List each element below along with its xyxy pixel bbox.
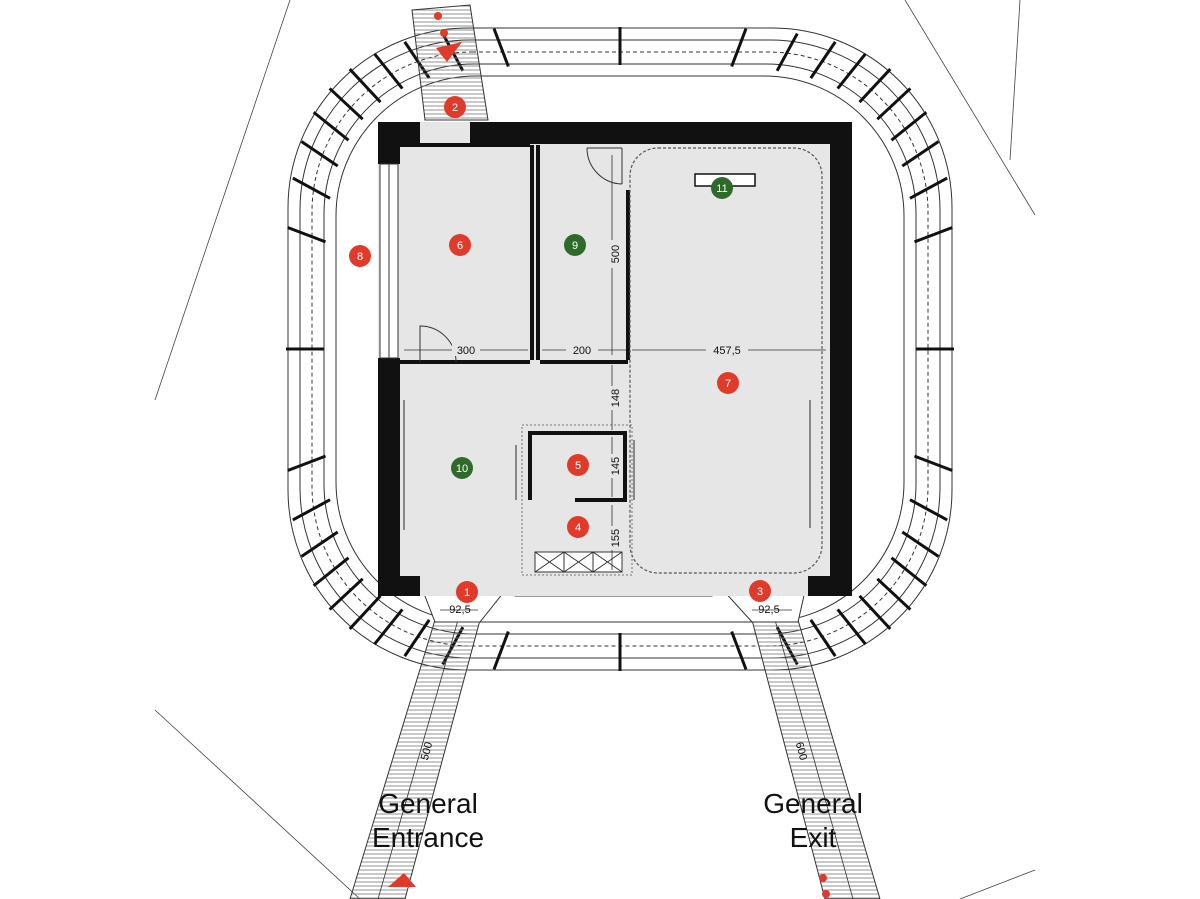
marker-9: 9 (564, 234, 586, 256)
site-lines (154, 0, 1036, 899)
ring-post (909, 498, 948, 522)
ring-post (836, 52, 867, 90)
flow-arrows (388, 12, 830, 898)
storage-units (534, 551, 623, 573)
ring-post (913, 226, 953, 244)
svg-text:3: 3 (757, 586, 763, 598)
ring-post (492, 28, 510, 67)
ring-post (312, 111, 350, 142)
svg-text:General: General (763, 788, 863, 819)
ring-post (890, 556, 928, 587)
ring-post (876, 577, 912, 611)
marker-2: 2 (444, 96, 466, 118)
dim-room7-width: 457,5 (713, 345, 741, 357)
top-ramp (411, 4, 489, 121)
svg-text:9: 9 (572, 240, 578, 252)
dim-room9-width: 200 (573, 345, 591, 357)
ring-post (890, 111, 928, 142)
svg-text:7: 7 (725, 378, 731, 390)
marker-11: 11 (711, 177, 733, 199)
core-hatch (521, 424, 633, 576)
dim-corridor-gap: 148 (610, 389, 622, 407)
ring-post (312, 556, 350, 587)
ring-post (901, 530, 940, 558)
svg-text:General: General (378, 788, 478, 819)
marker-8: 8 (349, 245, 371, 267)
svg-text:2: 2 (452, 102, 458, 114)
marker-3: 3 (749, 580, 771, 602)
svg-text:Exit: Exit (790, 822, 837, 853)
svg-text:8: 8 (357, 251, 363, 263)
arrow-bottom-icon (388, 873, 416, 887)
ring-post (836, 608, 867, 646)
ring-post (300, 530, 339, 558)
dim-core-height: 145 (610, 457, 622, 475)
svg-text:10: 10 (456, 463, 468, 475)
ring-post (373, 52, 404, 90)
ring-post (348, 594, 382, 630)
arrow-top-icon (436, 42, 462, 62)
ring-post (492, 631, 510, 670)
dim-room6-width: 300 (457, 345, 475, 357)
partitions (400, 143, 630, 364)
ring-post (775, 32, 799, 72)
ring-post (328, 87, 364, 121)
ring-post (300, 140, 339, 168)
markers: 1 2 3 4 5 6 7 8 9 10 11 (349, 96, 771, 603)
dim-entrance-width: 92,5 (449, 604, 470, 616)
curtain-room7 (629, 147, 823, 574)
exit-label: General Exit (763, 788, 863, 853)
outer-walls (378, 122, 852, 596)
dim-room9-height: 500 (610, 245, 622, 263)
svg-text:1: 1 (464, 587, 470, 599)
ring-post (913, 454, 953, 472)
dimension-labels: 300 200 457,5 500 148 145 155 92,5 92,5 … (419, 240, 809, 762)
wall-screens (403, 400, 811, 530)
ring-post (328, 577, 364, 611)
svg-text:Entrance: Entrance (372, 822, 484, 853)
exit-ramp (751, 619, 881, 899)
svg-text:5: 5 (575, 460, 581, 472)
marker-10: 10 (451, 457, 473, 479)
dim-exit-ramp: 600 (793, 741, 809, 762)
marker-6: 6 (449, 234, 471, 256)
ring-post (348, 68, 382, 104)
svg-text:4: 4 (575, 522, 581, 534)
marker-4: 4 (567, 516, 589, 538)
ring-post (730, 28, 748, 67)
ring-post (287, 226, 327, 244)
ring-post (909, 176, 948, 200)
ring-post (901, 140, 940, 168)
dim-entrance-ramp: 500 (419, 741, 435, 762)
core (528, 431, 627, 502)
svg-text:6: 6 (457, 240, 463, 252)
floor (378, 122, 852, 596)
ring-post (809, 41, 837, 79)
marker-7: 7 (717, 372, 739, 394)
ring-post (292, 498, 331, 522)
entrance-label: General Entrance (372, 788, 484, 853)
ring-post (858, 594, 892, 630)
marker-1: 1 (456, 581, 478, 603)
window-west (379, 163, 399, 359)
ring-post (876, 87, 912, 121)
dim-lower-gap: 155 (610, 529, 622, 547)
marker-5: 5 (567, 454, 589, 476)
ring-post (730, 631, 748, 670)
ring-post (858, 68, 892, 104)
ring-post (292, 176, 331, 200)
dim-exit-width: 92,5 (758, 604, 779, 616)
svg-text:11: 11 (716, 183, 727, 195)
ring-post (809, 619, 837, 657)
ring-post (403, 619, 431, 657)
ring-post (373, 608, 404, 646)
ring-post (287, 454, 327, 472)
